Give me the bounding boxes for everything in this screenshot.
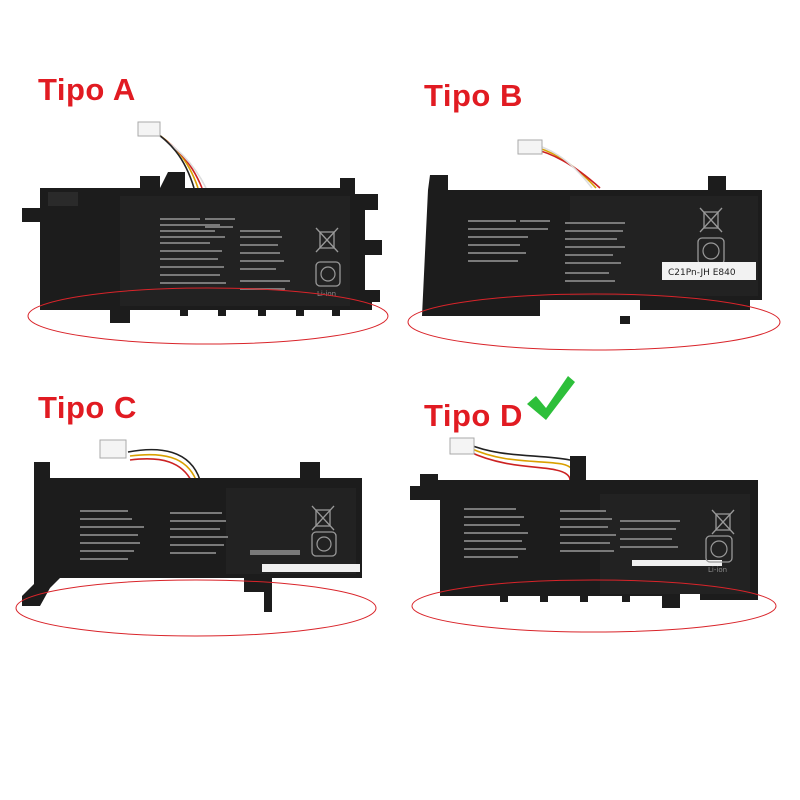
highlight-ellipse xyxy=(411,579,777,633)
panel-tipo-a: Tipo A xyxy=(0,0,400,400)
battery-image-d: Li-ion xyxy=(410,437,777,633)
barcode-sticker xyxy=(632,560,722,566)
crossed-bin-icon xyxy=(711,509,735,535)
crossed-bin-icon xyxy=(699,207,723,233)
label-tipo-a: Tipo A xyxy=(38,72,136,107)
crossed-bin-icon xyxy=(315,227,339,253)
recycle-icon xyxy=(315,261,341,287)
label-tipo-d: Tipo D xyxy=(424,398,523,433)
panel-tipo-c: Tipo C xyxy=(0,390,400,800)
label-tipo-c: Tipo C xyxy=(38,390,137,425)
battery-image-b: C21Pn-JH E840 xyxy=(407,139,781,351)
highlight-ellipse xyxy=(27,287,389,345)
li-ion-text: Li-ion xyxy=(708,566,727,574)
recycle-icon xyxy=(705,535,733,563)
label-tipo-b: Tipo B xyxy=(424,78,523,113)
highlight-ellipse xyxy=(15,579,377,637)
panel-tipo-d: Tipo D Li-ion xyxy=(400,376,800,800)
recycle-icon xyxy=(311,531,337,557)
barcode-sticker xyxy=(262,564,360,572)
model-sticker xyxy=(662,262,756,280)
crossed-bin-icon xyxy=(311,505,335,531)
battery-image-a: Li-ion xyxy=(22,121,389,345)
checkmark-icon xyxy=(527,376,575,420)
panel-tipo-b: Tipo B C21Pn-JH E840 xyxy=(400,0,800,400)
battery-image-c xyxy=(15,439,377,637)
model-text: C21Pn-JH E840 xyxy=(668,268,736,278)
highlight-ellipse xyxy=(407,293,781,351)
li-ion-text: Li-ion xyxy=(317,290,336,298)
